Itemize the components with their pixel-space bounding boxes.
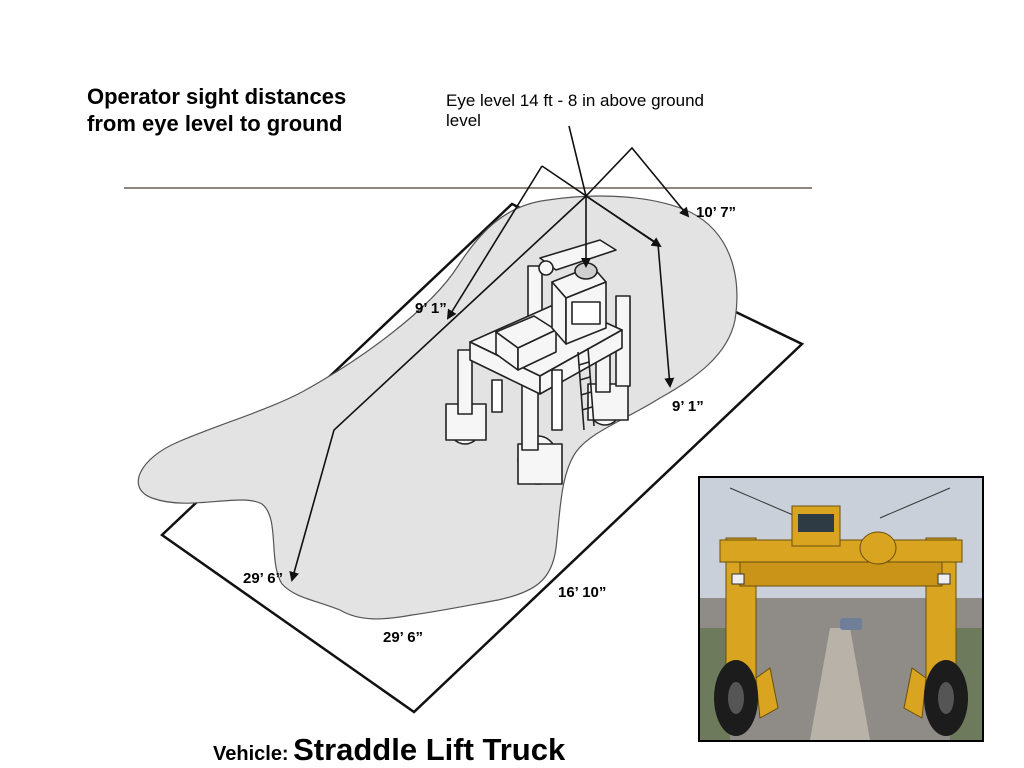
dimension-front: 29’ 6” (383, 629, 424, 646)
diagram-title: Operator sight distances from eye level … (87, 84, 347, 136)
dimension-left: 9’ 1” (415, 300, 447, 317)
sight-line-front-left (289, 195, 587, 582)
vehicle-icon (445, 239, 631, 485)
photo-icon (700, 478, 982, 740)
eye-level-note: Eye level 14 ft - 8 in above ground leve… (446, 91, 704, 130)
dimension-right: 9’ 1” (672, 398, 704, 415)
dimension-back-right: 10’ 7” (696, 204, 737, 221)
caption-label: Vehicle: (213, 743, 289, 765)
caption-value: Straddle Lift Truck (293, 732, 566, 767)
dimension-front-left: 29’ 6” (243, 570, 284, 587)
sight-lines (289, 125, 690, 582)
dimension-front-right: 16’ 10” (558, 584, 607, 601)
sight-line-back-right (568, 125, 690, 218)
vehicle-photo (698, 476, 984, 742)
sight-line-left (446, 165, 543, 320)
sight-line-rear (541, 165, 662, 248)
vehicle-caption: Vehicle: Straddle Lift Truck (213, 732, 565, 768)
